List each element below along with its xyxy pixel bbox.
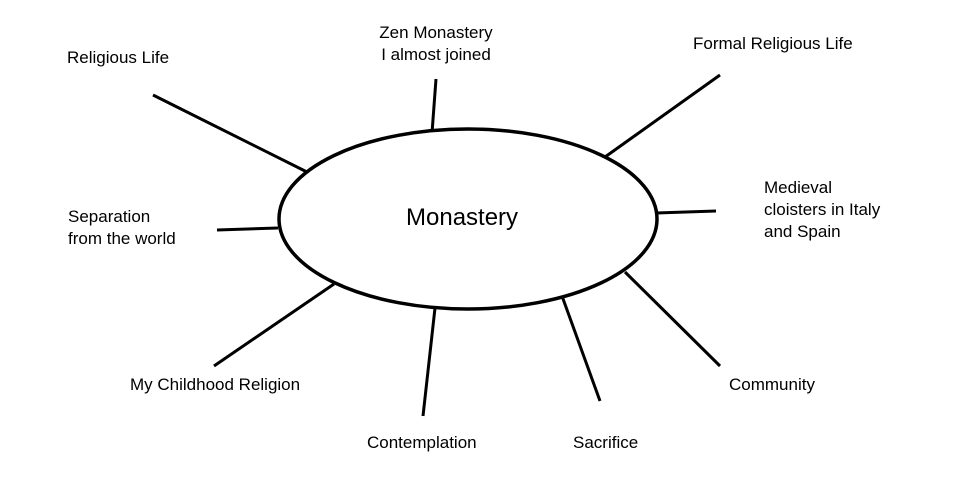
spoke-religious-life	[152, 93, 308, 174]
center-ellipse	[277, 127, 659, 311]
node-formal-religious-life: Formal Religious Life	[693, 34, 853, 53]
spoke-separation	[216, 226, 279, 232]
node-medieval-cloisters: Medieval cloisters in Italy and Spain	[764, 178, 881, 241]
spoke-zen-monastery	[430, 78, 438, 134]
spoke-sacrifice	[560, 295, 602, 402]
node-separation: Separation from the world	[68, 207, 176, 248]
center-label: Monastery	[406, 204, 519, 231]
spoke-community	[623, 270, 722, 368]
node-sacrifice: Sacrifice	[573, 433, 639, 452]
spoke-medieval-cloisters	[655, 209, 717, 215]
spoke-formal-religious-life	[604, 73, 721, 159]
spoke-childhood-religion	[213, 282, 335, 368]
spoke-contemplation	[421, 307, 437, 417]
node-contemplation: Contemplation	[367, 433, 477, 452]
node-childhood-religion: My Childhood Religion	[130, 375, 301, 394]
node-religious-life: Religious Life	[67, 48, 170, 67]
node-community: Community	[729, 375, 815, 394]
node-zen-monastery: Zen Monastery I almost joined	[379, 23, 493, 64]
